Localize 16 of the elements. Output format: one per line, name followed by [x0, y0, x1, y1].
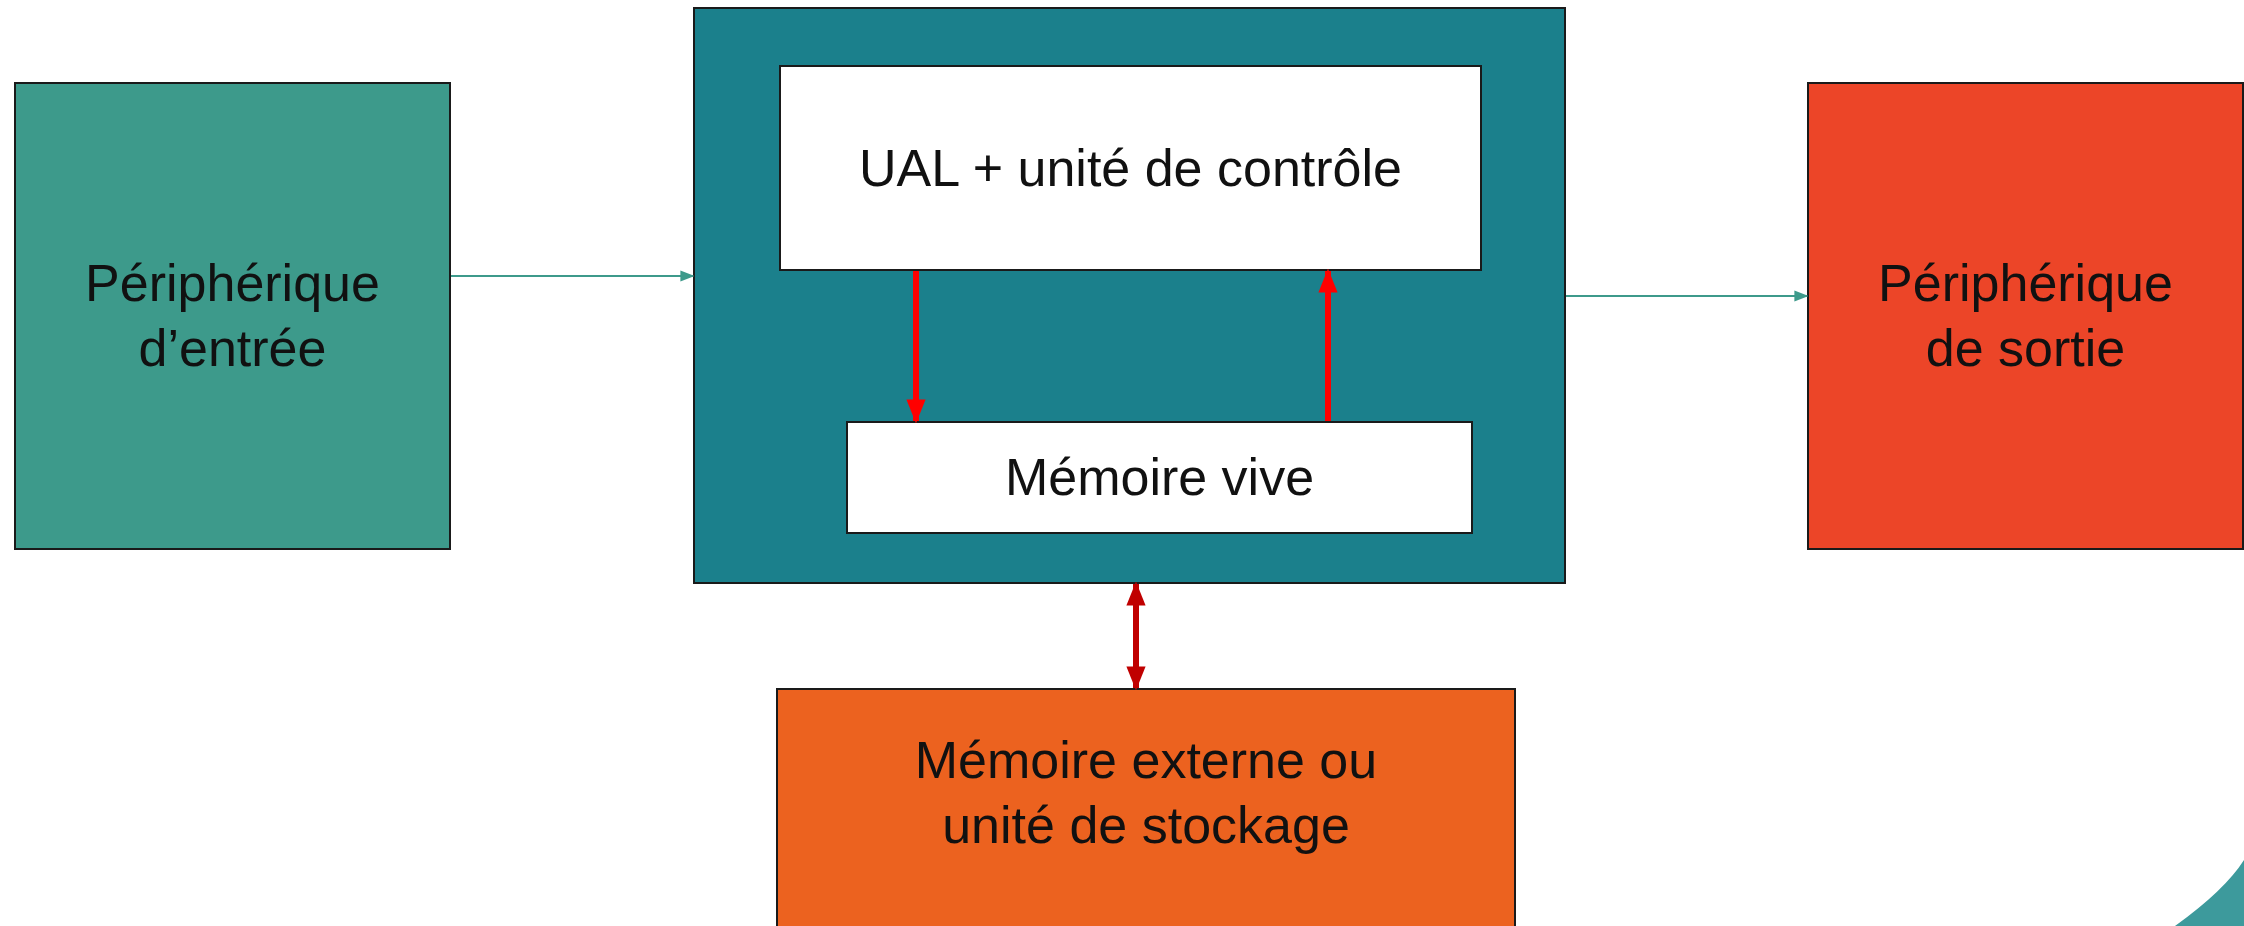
arrow — [450, 270, 695, 282]
arrow — [906, 271, 926, 424]
ram-box — [846, 421, 1473, 534]
node-label: Mémoire externe ou unité de stockage — [913, 730, 1379, 856]
node-label: Périphérique de sortie — [1877, 253, 2174, 379]
arrow — [1126, 581, 1146, 691]
node-label: Mémoire vive — [1004, 447, 1315, 508]
storage-box — [776, 688, 1516, 926]
input-device-box — [14, 82, 451, 550]
arrow — [1318, 268, 1338, 421]
output-device-box — [1807, 82, 2244, 550]
alu-control-box — [779, 65, 1482, 271]
node-label: Périphérique d’entrée — [84, 253, 381, 379]
node-label: UAL + unité de contrôle — [859, 137, 1402, 199]
processor-box — [693, 7, 1566, 584]
arrow — [1565, 290, 1809, 302]
